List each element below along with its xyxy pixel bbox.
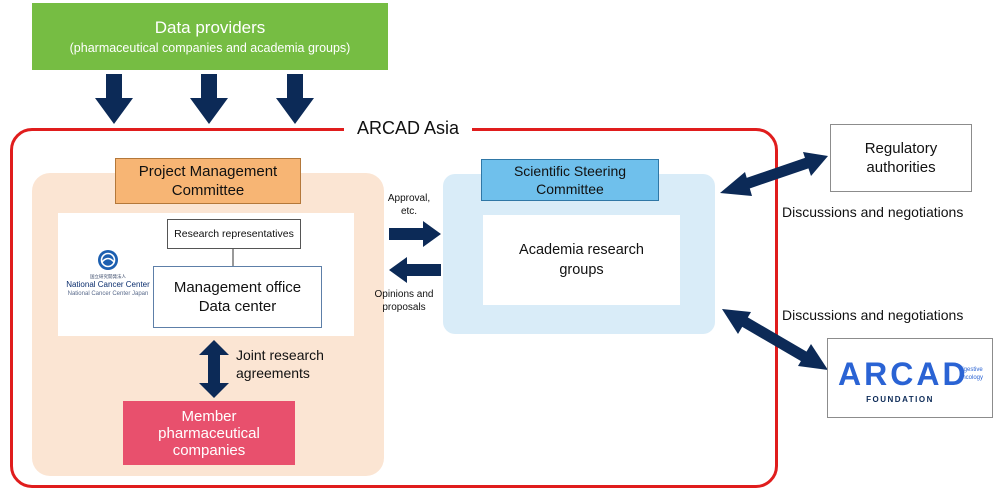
ncc-emblem-icon: [98, 249, 118, 270]
opinions-line1: Opinions and: [374, 289, 434, 300]
ncc-japanese-name: 国立研究開発法人: [90, 273, 126, 279]
down-arrow-2: [190, 74, 228, 124]
scientific-steering-title-line1: Scientific Steering: [513, 163, 627, 179]
research-representatives-box: Research representatives: [167, 219, 301, 249]
management-office-line2: Data center: [198, 298, 277, 315]
data-providers-subtitle: (pharmaceutical companies and academia g…: [69, 40, 351, 55]
regulatory-authorities-box: Regulatory authorities: [830, 124, 972, 192]
approval-line1: Approval,: [387, 193, 431, 204]
academia-research-box: Academia research groups: [483, 215, 680, 305]
member-pharma-line2: pharmaceutical: [158, 424, 260, 442]
joint-research-label: Joint research agreements: [236, 346, 324, 382]
joint-research-line1: Joint research: [236, 347, 324, 363]
joint-research-line2: agreements: [236, 365, 310, 381]
approval-line2: etc.: [400, 206, 418, 217]
regulatory-line1: Regulatory: [864, 140, 938, 157]
down-arrow-1: [95, 74, 133, 124]
arcad-logo-text: ARCAD: [838, 356, 969, 392]
arcad-foundation-box: ARCAD digestive oncology FOUNDATION: [827, 338, 993, 418]
opinions-line2: proposals: [382, 302, 426, 313]
joint-research-double-arrow: [199, 340, 229, 398]
ncc-name: National Cancer Center: [66, 279, 150, 289]
project-management-title-line2: Committee: [171, 182, 245, 199]
data-providers-box: Data providers (pharmaceutical companies…: [32, 3, 388, 70]
project-management-title: Project Management Committee: [115, 158, 301, 204]
opinions-left-arrow: [389, 257, 441, 283]
data-providers-title: Data providers: [154, 17, 266, 37]
arcad-foundation-logo: ARCAD digestive oncology FOUNDATION: [838, 356, 983, 404]
project-management-title-line1: Project Management: [138, 163, 278, 180]
regulatory-line2: authorities: [866, 159, 936, 176]
academia-line1: Academia research: [519, 242, 644, 258]
ncc-subname: National Cancer Center Japan: [67, 290, 149, 297]
approval-label: Approval, etc.: [384, 192, 434, 218]
member-pharmaceutical-box: Member pharmaceutical companies: [123, 401, 295, 465]
arcad-logo-tag-line2: oncology: [959, 375, 983, 381]
down-arrow-3: [276, 74, 314, 124]
arcad-asia-label: ARCAD Asia: [344, 116, 472, 140]
opinions-label: Opinions and proposals: [368, 288, 440, 314]
discussions-negotiations-top: Discussions and negotiations: [782, 204, 964, 220]
research-representatives-label: Research representatives: [174, 228, 294, 240]
arcad-foundation-subtitle: FOUNDATION: [866, 395, 934, 404]
scientific-steering-title: Scientific Steering Committee: [481, 159, 659, 201]
management-office-box: Management office Data center: [153, 266, 322, 328]
approval-right-arrow: [389, 221, 441, 247]
member-pharma-line1: Member: [181, 407, 237, 425]
member-pharma-line3: companies: [172, 441, 246, 459]
national-cancer-center-logo: 国立研究開発法人 National Cancer Center National…: [58, 238, 158, 308]
discussions-negotiations-bottom: Discussions and negotiations: [782, 307, 964, 323]
management-office-line1: Management office: [173, 279, 302, 296]
scientific-steering-title-line2: Committee: [536, 181, 604, 197]
arcad-logo-tag-line1: digestive: [959, 367, 983, 373]
academia-line2: groups: [559, 262, 604, 278]
